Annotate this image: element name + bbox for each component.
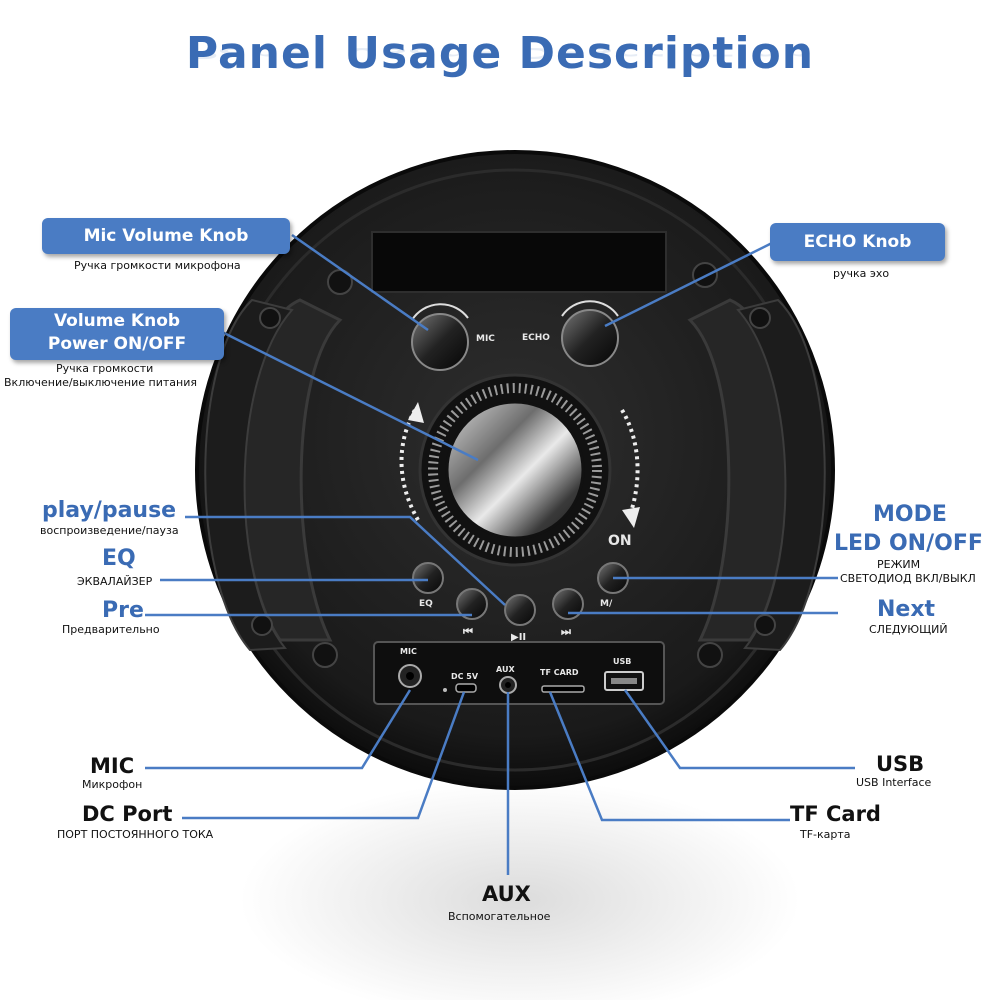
tf-card-sub: TF-карта	[800, 828, 851, 841]
mic-sub: Микрофон	[82, 778, 143, 791]
decrease-arc-icon	[399, 409, 420, 521]
volume-knob-sub-line1: Ручка громкости	[56, 362, 154, 375]
next-sub: СЛЕДУЮЩИЙ	[869, 623, 948, 636]
port-aux-label: AUX	[496, 665, 515, 674]
led-ring	[428, 383, 602, 557]
dc-port-title: DC Port	[82, 802, 173, 826]
mic-title: MIC	[90, 754, 135, 778]
play-pause-sub: воспроизведение/пауза	[40, 524, 179, 537]
display-window	[371, 231, 667, 293]
next-title: Next	[877, 597, 936, 622]
echo-knob[interactable]	[561, 309, 619, 367]
pre-title: Pre	[102, 598, 144, 623]
tf-card-title: TF Card	[790, 802, 881, 826]
mode-sub-line1: РЕЖИМ	[877, 558, 921, 571]
port-dc-label: DC 5V	[451, 672, 479, 681]
volume-knob-sub-line2: Включение/выключение питания	[4, 376, 197, 389]
prev-button[interactable]	[456, 588, 488, 620]
volume-knob-title: Volume Knob Power ON/OFF	[10, 308, 224, 360]
panel-echo-label: ECHO	[522, 333, 550, 343]
pre-sub: Предварительно	[62, 623, 160, 636]
panel-eq-label: EQ	[419, 599, 433, 609]
volume-knob-title-line1: Volume Knob	[53, 311, 181, 331]
play-pause-title: play/pause	[42, 498, 177, 523]
aux-title: AUX	[482, 882, 531, 906]
dc-port[interactable]	[455, 683, 477, 693]
port-mic-label: MIC	[400, 647, 417, 656]
next-button[interactable]	[552, 588, 584, 620]
panel-mic-label: MIC	[476, 334, 495, 344]
mode-title-line1: MODE	[873, 502, 947, 527]
eq-button[interactable]	[412, 562, 444, 594]
usb-title: USB	[876, 752, 925, 776]
panel-mode-label: M/	[600, 599, 613, 609]
mode-title-line2: LED ON/OFF	[834, 531, 983, 556]
play-pause-icon: ▶II	[511, 632, 527, 643]
panel-on-label: ON	[608, 533, 632, 549]
next-icon: ⏭	[561, 625, 571, 638]
port-panel	[373, 641, 665, 705]
floor-reflection	[240, 780, 800, 1000]
port-usb-label: USB	[613, 657, 632, 666]
echo-knob-title: ECHO Knob	[770, 223, 945, 261]
volume-knob-title-line2: Power ON/OFF	[47, 334, 187, 354]
eq-title: EQ	[102, 546, 136, 571]
prev-icon: ⏮	[463, 625, 473, 638]
dc-port-sub: ПОРТ ПОСТОЯННОГО ТОКА	[57, 828, 214, 841]
mic-volume-knob[interactable]	[411, 313, 469, 371]
eq-sub: ЭКВАЛАЙЗЕР	[77, 575, 153, 588]
aux-sub: Вспомогательное	[448, 910, 551, 923]
volume-power-knob[interactable]	[445, 400, 585, 540]
usb-sub: USB Interface	[856, 776, 932, 789]
tf-card-slot[interactable]	[541, 685, 585, 693]
mode-sub-line2: СВЕТОДИОД ВКЛ/ВЫКЛ	[840, 572, 976, 585]
echo-knob-sub: ручка эхо	[833, 267, 890, 280]
page-title: Panel Usage Description	[185, 28, 815, 79]
mic-volume-knob-sub: Ручка громкости микрофона	[74, 259, 241, 272]
port-tf-label: TF CARD	[540, 668, 579, 677]
leader-lines	[145, 233, 855, 875]
mic-volume-knob-title: Mic Volume Knob	[42, 218, 290, 254]
play-pause-button[interactable]	[504, 594, 536, 626]
